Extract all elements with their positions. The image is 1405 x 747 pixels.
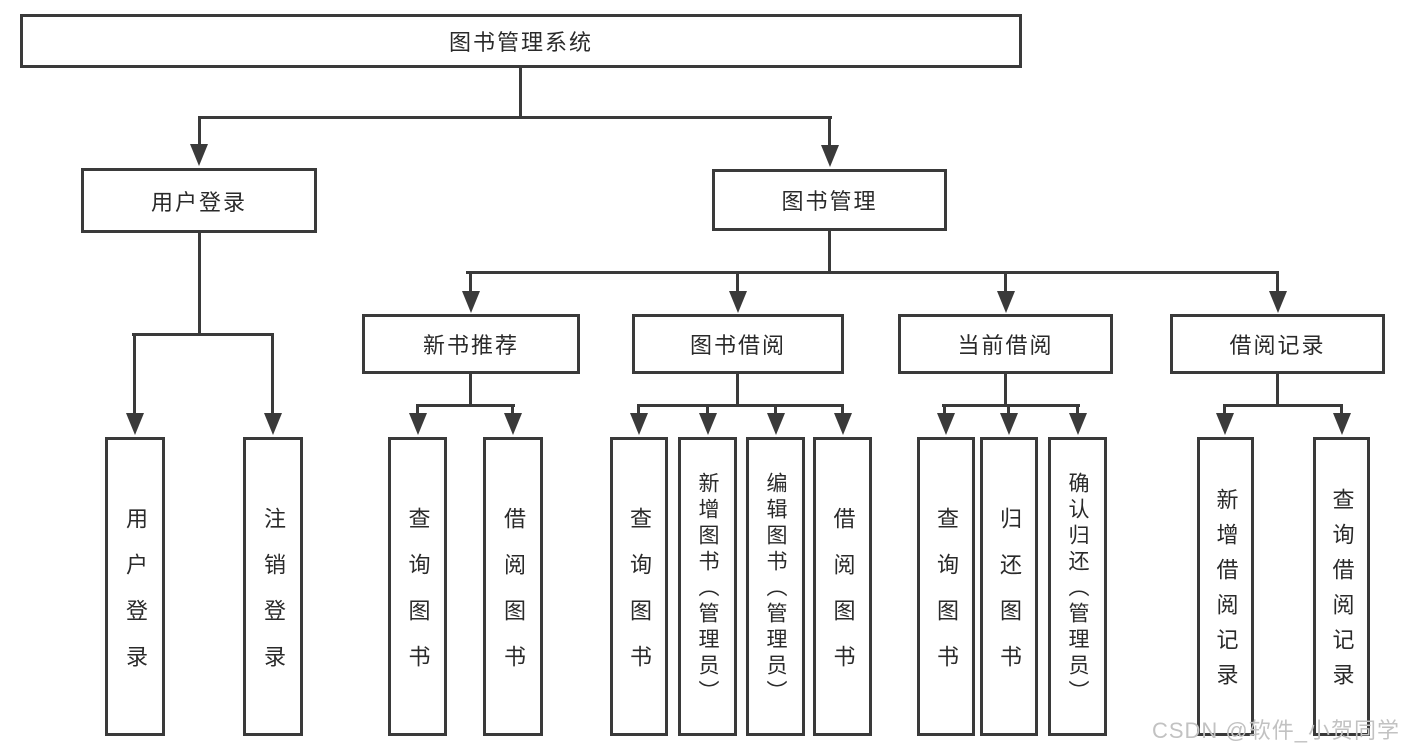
arrow-down-icon [997, 291, 1015, 313]
node-label: 新书推荐 [422, 333, 519, 358]
arrow-down-icon [190, 144, 208, 166]
connector-records-rail [1223, 404, 1343, 407]
connector-drop [198, 116, 201, 146]
leaf-label: 归还图书 [997, 506, 1022, 691]
connector-drop [469, 271, 472, 294]
connector-userlogin-rail [132, 333, 274, 336]
connector-drop [943, 404, 946, 416]
arrow-down-icon [834, 413, 852, 435]
connector-drop [637, 404, 640, 416]
connector-bookmgmt-stem [828, 231, 831, 274]
arrow-down-icon [462, 291, 480, 313]
connector-bookmgmt-rail [466, 271, 1278, 274]
arrow-down-icon [821, 145, 839, 167]
leaf-label: 确认归还（管理员） [1066, 472, 1089, 706]
leaf-label: 查询图书 [627, 506, 652, 691]
node-label: 借阅记录 [1229, 333, 1326, 358]
connector-drop [1076, 404, 1079, 416]
leaf-label: 用户登录 [123, 506, 148, 691]
leaf-user-login: 用户登录 [105, 437, 165, 736]
leaf-label: 新增借阅记录 [1213, 488, 1239, 698]
connector-drop [774, 404, 777, 416]
leaf-edit-book-admin: 编辑图书（管理员） [746, 437, 805, 736]
connector-userlogin-stem [198, 233, 201, 335]
connector-drop [1340, 404, 1343, 416]
connector-root-stem [519, 68, 522, 118]
node-label: 当前借阅 [957, 333, 1054, 358]
connector-drop [1223, 404, 1226, 416]
connector-current-rail [942, 404, 1080, 407]
arrow-down-icon [699, 413, 717, 435]
connector-drop [828, 116, 831, 146]
leaf-label: 查询借阅记录 [1329, 488, 1355, 698]
arrow-down-icon [1000, 413, 1018, 435]
leaf-return-book: 归还图书 [980, 437, 1038, 736]
arrow-down-icon [1269, 291, 1287, 313]
node-user-login: 用户登录 [81, 168, 317, 233]
connector-drop [1004, 271, 1007, 294]
connector-drop [511, 404, 514, 416]
node-book-management: 图书管理 [712, 169, 947, 231]
connector-drop [416, 404, 419, 416]
node-label: 图书借阅 [689, 333, 786, 358]
arrow-down-icon [409, 413, 427, 435]
node-label: 用户登录 [150, 189, 247, 215]
connector-borrow-stem [736, 374, 739, 407]
leaf-label: 借阅图书 [501, 506, 526, 691]
leaf-query-books-2: 查询图书 [610, 437, 668, 736]
leaf-add-borrow-record: 新增借阅记录 [1197, 437, 1254, 736]
arrow-down-icon [1216, 413, 1234, 435]
connector-drop [1007, 404, 1010, 416]
leaf-logout: 注销登录 [243, 437, 303, 736]
connector-records-stem [1276, 374, 1279, 407]
arrow-down-icon [1333, 413, 1351, 435]
arrow-down-icon [937, 413, 955, 435]
node-borrow-records: 借阅记录 [1170, 314, 1385, 374]
leaf-label: 新增图书（管理员） [696, 472, 719, 706]
connector-borrow-rail [637, 404, 844, 407]
connector-root-rail [198, 116, 832, 119]
leaf-add-book-admin: 新增图书（管理员） [678, 437, 737, 736]
leaf-confirm-return-admin: 确认归还（管理员） [1048, 437, 1107, 736]
arrow-down-icon [630, 413, 648, 435]
connector-drop [736, 271, 739, 294]
leaf-label: 编辑图书（管理员） [764, 472, 787, 706]
connector-newbook-rail [416, 404, 515, 407]
leaf-label: 借阅图书 [830, 506, 856, 691]
arrow-down-icon [264, 413, 282, 435]
csdn-watermark: CSDN @软件_小贺同学 [1151, 718, 1400, 743]
connector-newbook-stem [469, 374, 472, 407]
leaf-borrow-books-2: 借阅图书 [813, 437, 872, 736]
connector-drop [706, 404, 709, 416]
node-label: 图书管理 [781, 189, 878, 214]
node-library-system: 图书管理系统 [20, 14, 1022, 68]
arrow-down-icon [1069, 413, 1087, 435]
leaf-label: 查询图书 [405, 506, 431, 691]
leaf-label: 注销登录 [261, 506, 286, 691]
leaf-query-books-3: 查询图书 [917, 437, 975, 736]
node-label: 图书管理系统 [448, 30, 593, 55]
node-current-borrowing: 当前借阅 [898, 314, 1113, 374]
leaf-query-borrow-record: 查询借阅记录 [1313, 437, 1370, 736]
leaf-borrow-books-1: 借阅图书 [483, 437, 543, 736]
connector-drop [271, 333, 274, 413]
arrow-down-icon [767, 413, 785, 435]
leaf-label: 查询图书 [934, 506, 959, 691]
connector-drop [1276, 271, 1279, 294]
arrow-down-icon [729, 291, 747, 313]
connector-current-stem [1004, 374, 1007, 407]
arrow-down-icon [504, 413, 522, 435]
node-book-borrowing: 图书借阅 [632, 314, 844, 374]
arrow-down-icon [126, 413, 144, 435]
node-new-book-recommend: 新书推荐 [362, 314, 580, 374]
connector-drop [841, 404, 844, 416]
leaf-query-books-1: 查询图书 [388, 437, 447, 736]
connector-drop [133, 333, 136, 413]
